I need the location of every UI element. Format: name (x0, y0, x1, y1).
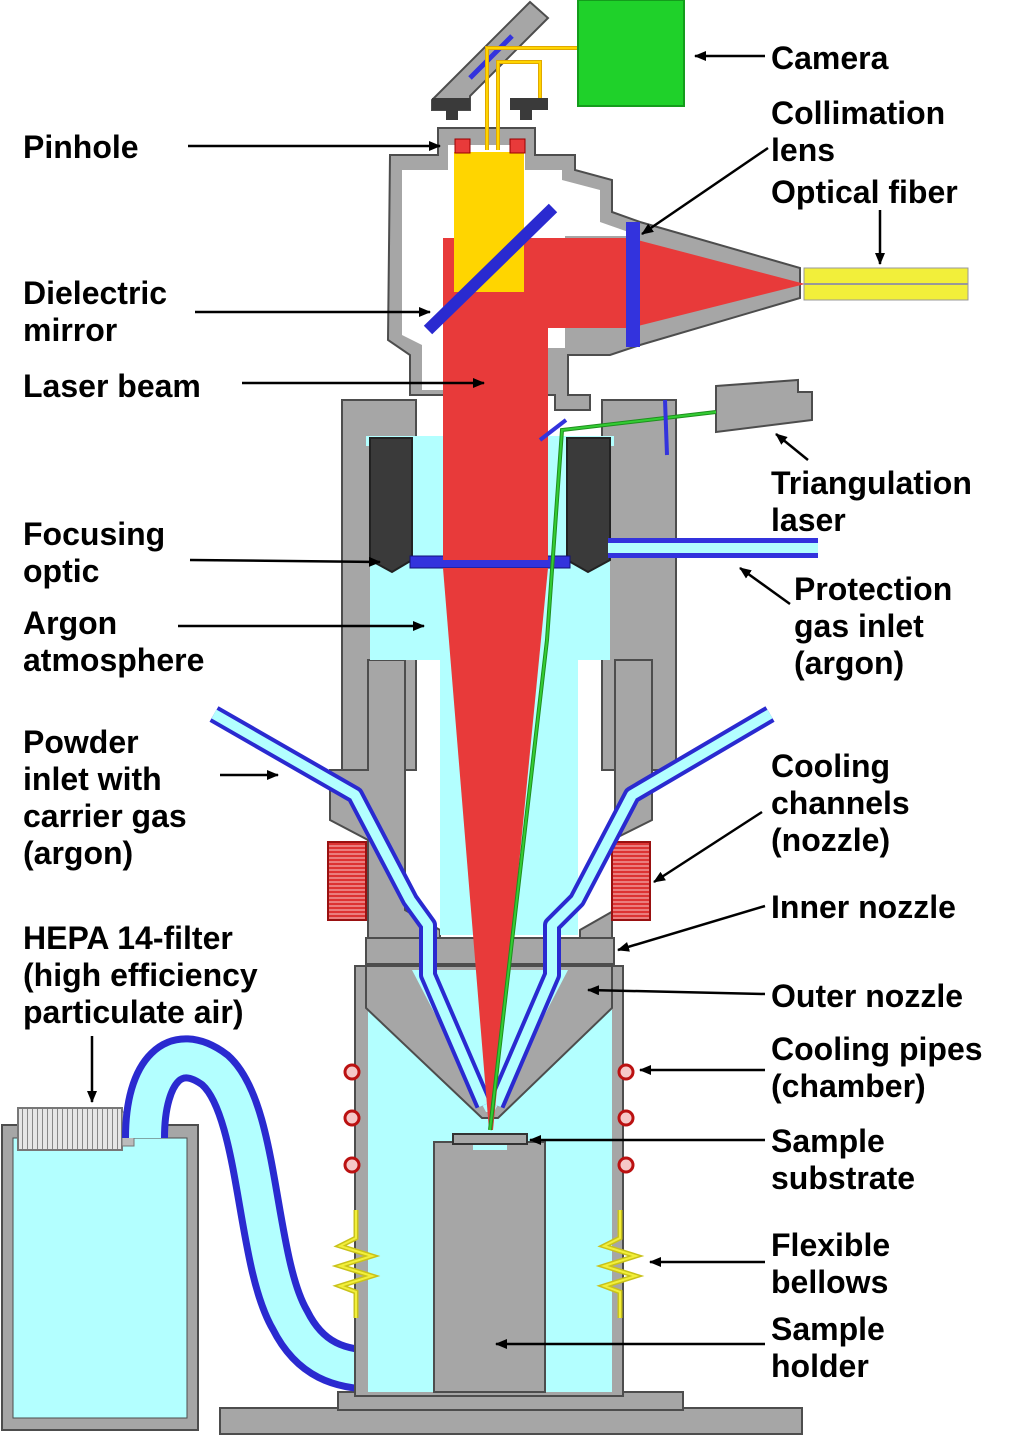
label-outer-nozzle: Outer nozzle (771, 978, 963, 1014)
arrow-outer-nozzle (587, 985, 766, 996)
arrow-protection-gas (739, 566, 791, 606)
label-dielectric-mirror: Dielectric mirror (23, 275, 176, 348)
label-cooling-channels: Cooling channels (nozzle) (771, 748, 919, 858)
focusing-optic-mount-right (566, 437, 611, 574)
label-optical-fiber: Optical fiber (771, 174, 958, 210)
label-pinhole: Pinhole (23, 129, 139, 165)
pinhole-left (454, 138, 471, 154)
label-argon-atmosphere: Argon atmosphere (23, 605, 204, 678)
label-sample-holder: Sample holder (771, 1311, 894, 1384)
label-flexible-bellows: Flexible bellows (771, 1227, 899, 1300)
arrow-inner-nozzle (617, 904, 766, 952)
label-hepa-filter: HEPA 14-filter (high efficiency particul… (23, 920, 267, 1030)
hepa-filter-interior (12, 1137, 188, 1419)
dielectric-mirror (423, 203, 558, 335)
base-plate (219, 1407, 803, 1435)
label-protection-gas-inlet: Protection gas inlet (argon) (794, 571, 961, 681)
laser-beam-collimated (443, 238, 805, 560)
label-sample-substrate: Sample substrate (771, 1123, 915, 1196)
label-laser-beam: Laser beam (23, 368, 201, 404)
cooling-pipes-left (343, 1063, 361, 1174)
pinhole-right (509, 138, 526, 154)
laser-beam-focused (443, 568, 548, 1130)
triangulation-laser (715, 378, 813, 434)
cooling-channel-right (611, 841, 651, 921)
label-focusing-optic: Focusing optic (23, 516, 174, 589)
sample-substrate (452, 1133, 528, 1145)
label-inner-nozzle: Inner nozzle (771, 889, 956, 925)
cooling-pipes-right (617, 1063, 635, 1174)
camera (577, 0, 685, 107)
arrow-triangulation-laser (775, 433, 809, 461)
collimation-lens (626, 222, 640, 347)
sample-holder (433, 1141, 546, 1393)
label-camera: Camera (771, 40, 889, 76)
arrow-collimation-lens (641, 146, 769, 236)
focusing-optic-mount-left (369, 437, 413, 574)
label-triangulation-laser: Triangulation laser (771, 465, 981, 538)
arrow-focusing-optic (189, 556, 381, 567)
label-collimation-lens: Collimation lens (771, 95, 954, 168)
label-powder-inlet: Powder inlet with carrier gas (argon) (23, 724, 196, 871)
hepa-filter-element (17, 1107, 123, 1151)
arrow-cooling-channels (653, 810, 763, 884)
label-cooling-pipes: Cooling pipes (chamber) (771, 1031, 991, 1104)
cooling-channel-left (327, 841, 367, 921)
